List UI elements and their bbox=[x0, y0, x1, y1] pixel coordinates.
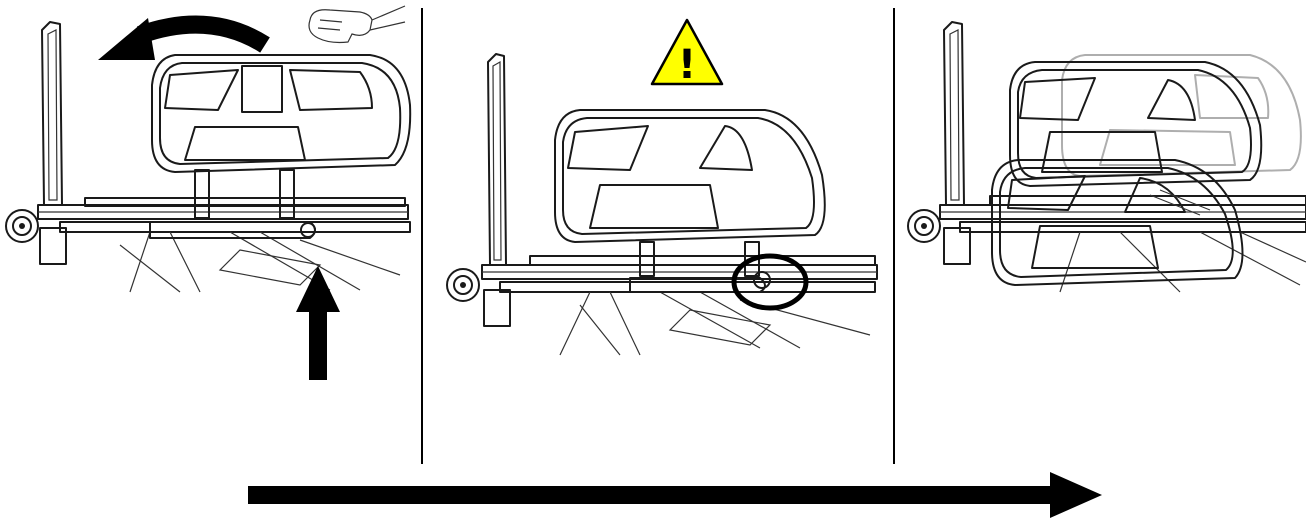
rail-latch bbox=[149, 221, 316, 239]
warning-symbol: ! bbox=[678, 42, 696, 88]
bed-frame bbox=[37, 197, 411, 293]
headboard bbox=[41, 21, 63, 206]
warning-icon: ! bbox=[650, 18, 724, 88]
caster-wheel bbox=[907, 209, 941, 243]
caster-wheel bbox=[446, 268, 480, 302]
step-1-panel bbox=[5, 5, 412, 380]
side-rail-upper bbox=[1009, 61, 1263, 187]
headboard bbox=[943, 21, 965, 206]
push-up-arrow-icon bbox=[296, 266, 340, 380]
rail-motion-ghost bbox=[1061, 54, 1302, 177]
caster-wheel bbox=[5, 209, 39, 243]
side-rail bbox=[554, 109, 826, 277]
bed-frame bbox=[481, 255, 878, 356]
headboard bbox=[487, 53, 507, 266]
bed-frame bbox=[939, 195, 1306, 293]
sequence-arrow-icon bbox=[248, 472, 1102, 518]
side-rail bbox=[151, 54, 412, 219]
step-3-panel bbox=[907, 21, 1306, 293]
rotate-arrow-icon bbox=[98, 15, 270, 60]
side-rail-lower bbox=[991, 159, 1244, 286]
latch-highlight-circle bbox=[731, 253, 809, 311]
step-2-panel: ! bbox=[446, 18, 878, 356]
rail-latch bbox=[629, 271, 771, 293]
hand-squeeze-icon bbox=[308, 5, 406, 44]
